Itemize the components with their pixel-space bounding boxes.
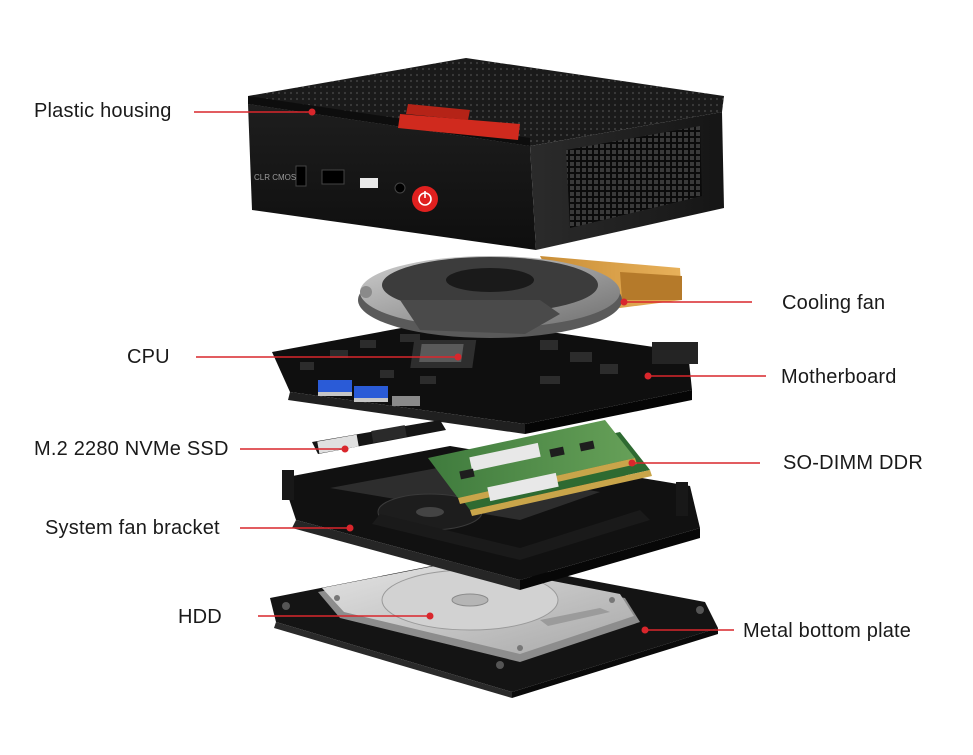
leader-dot-cooling-fan (620, 298, 628, 306)
plastic-housing: CLR CMOS (248, 58, 724, 250)
leader-dot-plastic-housing (308, 108, 316, 116)
so-dimm-ram (428, 420, 652, 516)
label-cpu: CPU (127, 346, 170, 368)
leader-lines (194, 108, 766, 634)
cooling-fan (358, 256, 682, 338)
power-button[interactable] (412, 186, 438, 212)
label-motherboard: Motherboard (781, 366, 897, 388)
leader-dot-bottom-plate (641, 626, 649, 634)
leader-dot-motherboard (644, 372, 652, 380)
label-so-dimm: SO-DIMM DDR (783, 452, 923, 474)
label-ssd: M.2 2280 NVMe SSD (34, 438, 229, 460)
leader-dot-ssd (341, 445, 349, 453)
clr-cmos-text: CLR CMOS (254, 173, 296, 182)
leader-dot-hdd (426, 612, 434, 620)
leader-dot-so-dimm (628, 459, 636, 467)
leader-dot-fan-bracket (346, 524, 354, 532)
label-hdd: HDD (178, 606, 222, 628)
leader-dot-cpu (454, 353, 462, 361)
label-plastic-housing: Plastic housing (34, 100, 172, 122)
hdd (318, 562, 640, 662)
label-bottom-plate: Metal bottom plate (743, 620, 912, 642)
label-fan-bracket: System fan bracket (45, 517, 220, 539)
label-cooling-fan: Cooling fan (782, 292, 886, 314)
motherboard (272, 318, 698, 434)
